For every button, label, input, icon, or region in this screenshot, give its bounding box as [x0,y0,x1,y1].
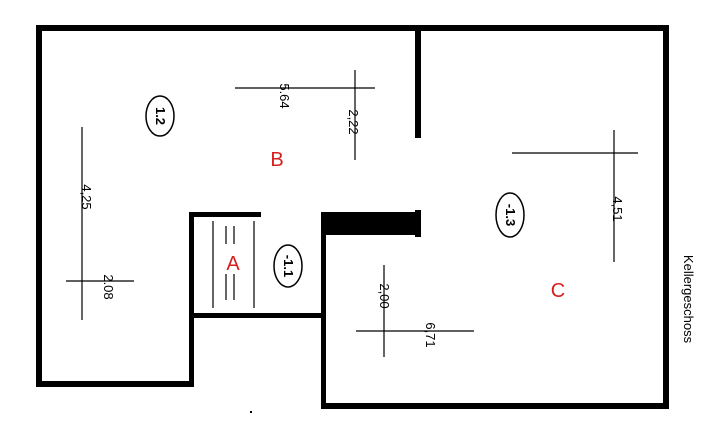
floor-title: Kellergeschoss [681,255,696,344]
room-tag-a: -1.1 [273,244,303,288]
dim-b-left-height: 4,25 [79,184,94,209]
room-tag-b-text: 1.2 [153,107,168,125]
dimension-lines [66,70,638,357]
room-label-a: A [226,253,240,275]
dim-c-height: 4,51 [610,196,625,221]
dim-b-width: 5.64 [277,83,292,108]
room-label-b: B [270,149,283,171]
room-tag-c-text: -1.3 [503,204,518,226]
dim-b-depth: 2,22 [346,109,361,134]
room-tag-c: -1.3 [495,192,525,238]
room-tag-a-text: -1.1 [281,255,296,277]
dim-c-width: 6,71 [423,322,438,347]
stair-lines [212,221,255,308]
dim-b-left-width: 2.08 [101,274,116,299]
walls [36,25,669,409]
dim-c-depth: 2,00 [377,283,392,308]
room-label-c: C [551,280,565,302]
room-tag-b: 1.2 [145,95,175,137]
